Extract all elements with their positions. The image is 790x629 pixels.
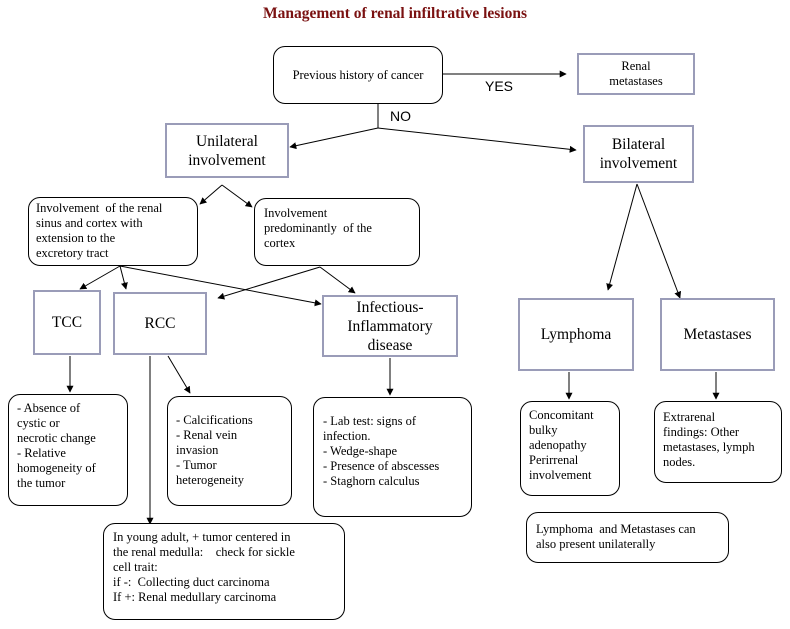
node-bilateral-line-2: involvement [599,155,678,172]
metastases-findings-line-2: findings: Other [663,425,740,439]
node-renal-metastases-line-2: metastases [609,74,663,88]
node-history: Previous history of cancer [273,46,443,104]
node-cortex-line-1: Involvement [264,206,328,220]
node-tcc-text: TCC [51,314,83,331]
node-sinus-line-3: extension to the [36,231,116,245]
rcc-findings-line-3: invasion [176,443,219,457]
node-tcc-findings: - Absence of cystic or necrotic change -… [8,394,128,506]
arrow-cortex-to-infectious [319,266,356,294]
metastases-findings-line-4: nodes. [663,455,696,469]
node-bilateral: Bilateral involvement [583,125,694,183]
node-history-text: Previous history of cancer [292,67,424,82]
node-rcc-text: RCC [144,315,176,332]
arrow-sinus-to-rcc [119,265,128,290]
arrow-cortex-to-rcc [217,266,321,300]
node-bilateral-line-1: Bilateral [611,136,666,153]
node-unilateral-line-1: Unilateral [196,132,258,150]
node-young-adult: In young adult, + tumor centered in the … [103,523,345,620]
arrow-unilateral-to-sinus [199,184,223,205]
infectious-findings-line-4: - Presence of abscesses [323,459,440,473]
node-unilateral: Unilateral involvement [165,123,289,178]
infectious-findings-line-5: - Staghorn calculus [323,474,420,488]
lymphoma-findings-line-3: adenopathy [529,438,587,452]
young-adult-line-1: In young adult, + tumor centered in [113,530,291,544]
node-rcc: RCC [113,292,207,355]
node-cortex-line-3: cortex [264,236,296,250]
node-sinus-involvement: Involvement of the renal sinus and corte… [28,197,198,266]
metastases-findings-line-3: metastases, lymph [663,440,755,454]
node-unilateral-line-2: involvement [188,151,266,169]
node-lymphoma-text: Lymphoma [540,326,612,343]
note-line-1: Lymphoma and Metastases can [536,522,696,536]
arrow-unilateral-to-cortex [221,184,253,208]
young-adult-line-5: If +: Renal medullary carcinoma [113,590,277,604]
rcc-findings-line-5: heterogeneity [176,473,245,487]
lymphoma-findings-line-5: involvement [529,468,592,482]
note-line-2: also present unilaterally [536,537,656,551]
infectious-findings-line-1: - Lab test: signs of [323,414,417,428]
arrow-sinus-to-tcc [79,265,121,290]
rcc-findings-line-2: - Renal vein [176,428,238,442]
node-sinus-line-2: sinus and cortex with [36,216,143,230]
infectious-findings-line-3: - Wedge-shape [323,444,398,458]
tcc-findings-line-5: homogeneity of [17,461,96,475]
arrow-bilateral-to-metastases [636,183,682,299]
node-cortex-involvement: Involvement predominantly of the cortex [254,198,420,266]
node-infectious-line-2: Inflammatory [347,317,433,335]
arrow-to-unilateral [289,127,379,150]
tcc-findings-line-2: cystic or [17,416,60,430]
young-adult-line-2: the renal medulla: check for sickle [113,545,295,559]
lymphoma-findings-line-2: bulky [529,423,558,437]
node-cortex-line-2: predominantly of the [264,221,372,235]
node-metastases-text: Metastases [683,326,752,343]
young-adult-line-3: cell trait: [113,560,158,574]
edge-label-yes: YES [485,78,514,94]
node-rcc-findings: - Calcifications - Renal vein invasion -… [167,396,292,506]
metastases-findings-line-1: Extrarenal [663,410,716,424]
tcc-findings-line-3: necrotic change [17,431,96,445]
tcc-findings-line-6: the tumor [17,476,66,490]
node-metastases: Metastases [660,298,775,371]
lymphoma-findings-line-4: Perirrenal [529,453,579,467]
tcc-findings-line-1: - Absence of [17,401,81,415]
node-unilateral-note: Lymphoma and Metastases can also present… [526,512,729,563]
node-renal-metastases: Renal metastases [577,53,695,95]
tcc-findings-line-4: - Relative [17,446,66,460]
node-lymphoma-findings: Concomitant bulky adenopathy Perirrenal … [520,401,620,496]
node-sinus-line-1: Involvement of the renal [36,201,163,215]
node-infectious-findings: - Lab test: signs of infection. - Wedge-… [313,397,472,517]
node-infectious-line-3: disease [367,336,413,354]
node-infectious-inflammatory: Infectious- Inflammatory disease [322,295,458,357]
diagram-title: Management of renal infiltrative lesions [262,5,528,22]
node-metastases-findings: Extrarenal findings: Other metastases, l… [654,401,782,483]
node-infectious-line-1: Infectious- [356,298,424,316]
node-sinus-line-4: excretory tract [36,246,109,260]
node-renal-metastases-line-1: Renal [621,59,651,73]
arrow-sinus-to-infectious [119,265,322,307]
lymphoma-findings-line-1: Concomitant [529,408,594,422]
rcc-findings-line-1: - Calcifications [176,413,253,427]
edge-label-no: NO [390,108,411,124]
arrow-to-bilateral [377,127,577,153]
young-adult-line-4: if -: Collecting duct carcinoma [113,575,270,589]
arrow-bilateral-to-lymphoma [606,183,638,291]
arrow-rcc-to-findings [167,355,191,394]
infectious-findings-line-2: infection. [323,429,371,443]
node-lymphoma: Lymphoma [518,298,634,371]
rcc-findings-line-4: - Tumor [176,458,217,472]
node-tcc: TCC [33,290,101,355]
